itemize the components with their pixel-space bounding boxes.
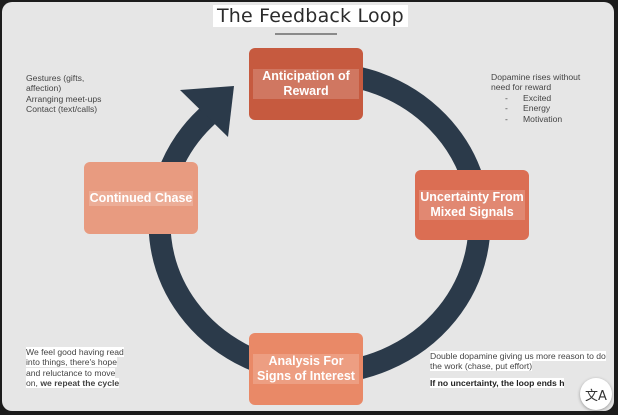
step-analysis-for-signs-of-interest: Analysis For Signs of Interest	[249, 333, 363, 405]
note-bullet-item: -Energy	[505, 103, 551, 114]
step-uncertainty-from-mixed-signals: Uncertainty From Mixed Signals	[415, 170, 529, 240]
note-line: Dopamine rises without	[491, 72, 581, 82]
translate-glyph: 文A	[585, 388, 607, 404]
bullet-dash: -	[505, 103, 508, 114]
note-line: into things, there's hope	[26, 357, 117, 368]
note-line: and reluctance to move	[26, 367, 116, 378]
note-dopamine-rise: Dopamine rises without need for reward -…	[491, 72, 601, 124]
step-anticipation-of-reward: Anticipation of Reward	[249, 48, 363, 120]
note-repeat-cycle: We feel good having read into things, th…	[26, 347, 156, 389]
translate-icon[interactable]: 文A	[580, 378, 612, 410]
step-label: Anticipation of Reward	[253, 69, 359, 99]
note-bullet-item: -Excited	[505, 92, 552, 103]
step-continued-chase: Continued Chase	[84, 162, 198, 234]
step-label: Continued Chase	[88, 190, 194, 206]
note-bold-text: If no uncertainty, the loop ends h	[430, 377, 565, 388]
note-double-dopamine: Double dopamine giving us more reason to…	[430, 351, 614, 388]
bullet-dash: -	[505, 113, 508, 124]
step-label: Uncertainty From Mixed Signals	[419, 190, 525, 220]
page-title: The Feedback Loop	[213, 5, 408, 27]
diagram-canvas: The Feedback Loop Anticipation of Reward…	[2, 2, 614, 411]
note-text: Double dopamine giving us more reason to…	[430, 351, 606, 372]
note-chase-behaviours: Gestures (gifts, affection) Arranging me…	[26, 73, 146, 115]
note-line: on, we repeat the cycle	[26, 378, 120, 389]
loop-arrowhead	[180, 86, 234, 137]
note-line: Contact (text/calls)	[26, 104, 98, 115]
note-line: Gestures (gifts,	[26, 73, 85, 83]
note-line: Arranging meet-ups	[26, 93, 102, 104]
note-line: We feel good having read	[26, 347, 124, 357]
note-line: need for reward	[491, 82, 552, 93]
note-line: affection)	[26, 83, 62, 94]
note-bullet-item: -Motivation	[505, 113, 563, 124]
bullet-dash: -	[505, 92, 508, 103]
step-label: Analysis For Signs of Interest	[253, 354, 359, 384]
title-underline	[275, 33, 337, 35]
